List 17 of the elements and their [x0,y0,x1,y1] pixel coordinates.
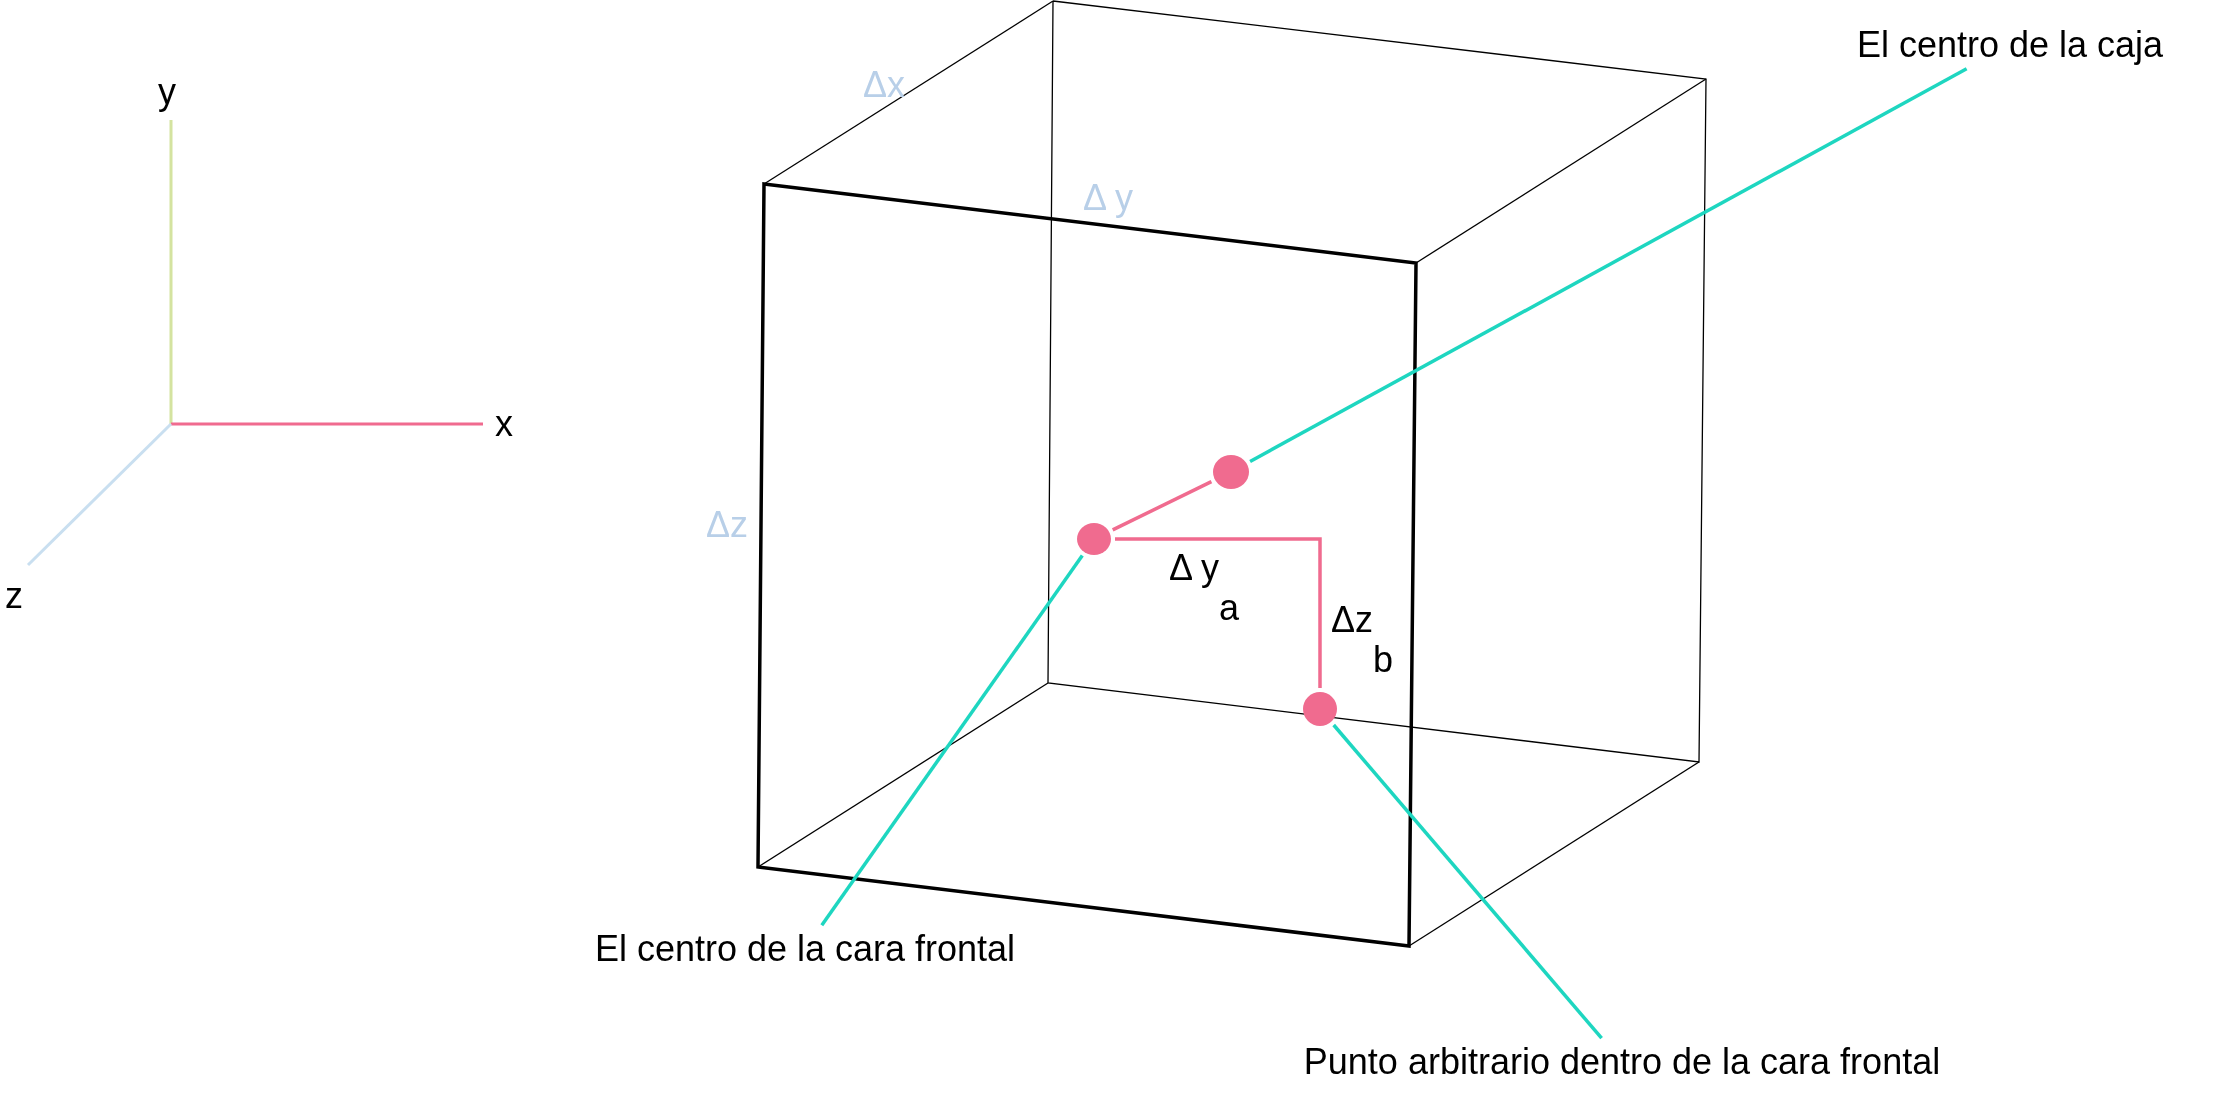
callout-text: El centro de la cara frontal [594,929,1016,969]
leader-line [820,554,1084,927]
leader-line [1249,67,1968,464]
leader-line [1332,723,1603,1040]
dimension-label: Δx [863,65,905,105]
point-marker [1213,455,1249,489]
connector-line [1111,480,1213,532]
axis-label: y [158,72,176,112]
connector-line [1115,537,1322,688]
axis-label: x [495,404,513,444]
axis-label: z [5,576,23,616]
callout-text: El centro de la caja [1856,25,2164,65]
dimension-label: Δ y [1082,178,1134,218]
point-marker [1077,523,1111,555]
callout-text: Punto arbitrario dentro de la cara frontal [1303,1042,1941,1082]
point-marker [1303,692,1337,726]
dimension-label: Δz [706,505,748,545]
